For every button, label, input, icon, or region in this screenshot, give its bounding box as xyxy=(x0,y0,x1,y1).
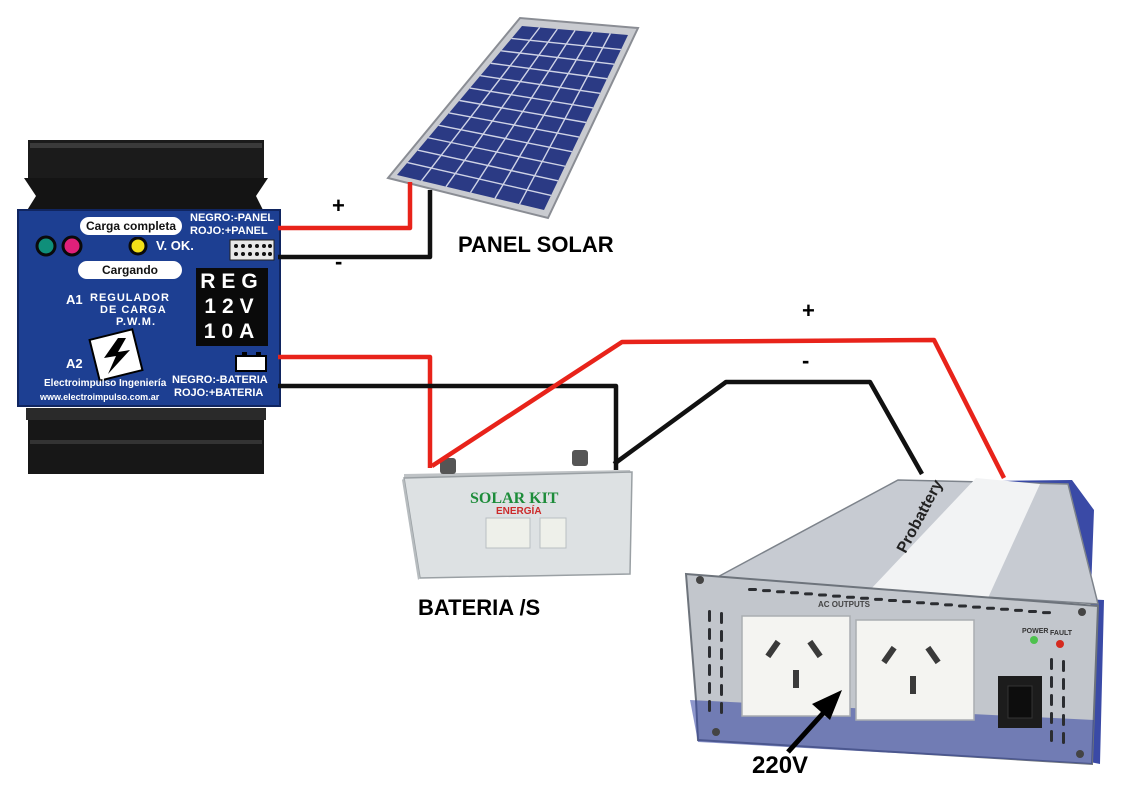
display-line3: 10A xyxy=(203,320,261,343)
wire-battery-negative xyxy=(278,383,619,470)
ac-outlet-right xyxy=(855,619,975,721)
battery-brand: SOLAR KIT xyxy=(470,490,559,507)
power-led xyxy=(1030,636,1038,644)
vent-slot xyxy=(720,630,723,642)
wires xyxy=(278,182,1007,480)
panel-solar-label: PANEL SOLAR xyxy=(458,232,614,257)
regulator-display: REG 12V 10A xyxy=(196,268,268,346)
vent-slot xyxy=(720,666,723,678)
negro-panel-label: NEGRO:-PANEL xyxy=(190,212,275,224)
display-line2: 12V xyxy=(204,295,260,318)
rojo-panel-label: ROJO:+PANEL xyxy=(190,225,268,237)
led-yellow xyxy=(128,236,148,256)
wire-battery-positive xyxy=(278,354,433,468)
vent-slot xyxy=(888,599,897,602)
vent-slot xyxy=(1050,676,1053,688)
solar-panel xyxy=(386,16,640,220)
panel-grid-line xyxy=(445,28,558,188)
vent-slot xyxy=(804,592,813,596)
vent-slot xyxy=(1050,694,1053,706)
inverter-minus-sign: - xyxy=(802,348,810,373)
vent-slot xyxy=(860,596,869,600)
vent-slot xyxy=(708,664,711,676)
vent-slot xyxy=(972,605,981,609)
company-label: Electroimpulso Ingeniería xyxy=(44,378,167,389)
vent-slot xyxy=(916,601,925,605)
website-label: www.electroimpulso.com.ar xyxy=(40,392,160,402)
negro-bateria-label: NEGRO:-BATERIA xyxy=(172,374,268,386)
voltage-220-label: 220V xyxy=(752,752,809,779)
panel-minus-sign: - xyxy=(335,249,343,274)
panel-grid-line xyxy=(420,27,541,182)
a2-label: A2 xyxy=(66,356,83,371)
wire-panel-positive xyxy=(278,182,413,231)
vent-slot xyxy=(902,600,911,604)
vent-slot xyxy=(1062,660,1065,672)
vent-slot xyxy=(1042,611,1051,615)
vent-slot xyxy=(930,602,939,606)
led-magenta xyxy=(61,235,83,257)
voltage-arrow xyxy=(786,690,842,754)
panel-grid-line xyxy=(518,33,611,205)
vent-slot xyxy=(1028,610,1037,613)
vent-slot xyxy=(1062,732,1065,744)
battery-icon xyxy=(235,355,267,372)
wire-inverter-negative xyxy=(612,379,924,476)
carga-completa-pill: Carga completa xyxy=(78,215,184,237)
vent-slot xyxy=(708,700,711,712)
vent-slot xyxy=(1000,607,1009,611)
cargando-pill: Cargando xyxy=(76,259,184,281)
power-inverter xyxy=(684,478,1104,766)
vent-slot xyxy=(986,606,995,610)
vent-slot xyxy=(1062,696,1065,708)
battery-sub: ENERGÍA xyxy=(496,506,542,517)
regulator-title-line2: DE CARGA xyxy=(100,304,167,316)
vent-slot xyxy=(818,593,827,597)
vent-slot xyxy=(708,646,711,658)
vent-slot xyxy=(846,595,855,599)
vent-slot xyxy=(832,594,841,598)
vent-slot xyxy=(748,588,757,591)
regulator-title-line3: P.W.M. xyxy=(116,316,157,328)
panel-plus-sign: + xyxy=(332,193,345,218)
vent-slot xyxy=(720,684,723,696)
battery xyxy=(402,450,633,580)
baterias-label: BATERIA /S xyxy=(418,595,541,620)
led-green xyxy=(35,235,57,257)
panel-grid-line xyxy=(494,31,594,199)
vent-slot xyxy=(1014,608,1023,612)
wire-panel-negative xyxy=(278,190,433,260)
fault-led xyxy=(1056,640,1064,648)
vent-slot xyxy=(708,610,711,622)
vent-slot xyxy=(1062,714,1065,726)
v-ok-label: V. OK. xyxy=(156,238,194,253)
vent-slot xyxy=(720,702,723,714)
vent-slot xyxy=(762,589,771,593)
vent-slot xyxy=(720,648,723,660)
vent-slot xyxy=(1050,658,1053,670)
lightning-logo-icon xyxy=(88,328,144,382)
vent-slot xyxy=(708,682,711,694)
power-label: POWER xyxy=(1022,628,1049,635)
vent-slot xyxy=(1050,712,1053,724)
vent-slot xyxy=(776,590,785,594)
vent-slot xyxy=(720,612,723,624)
vent-slot xyxy=(1050,730,1053,742)
panel-grid-line xyxy=(469,30,576,193)
vent-slot xyxy=(708,628,711,640)
regulator-title-line1: REGULADOR xyxy=(90,292,170,304)
wire-inverter-positive xyxy=(430,337,1007,480)
vent-slot xyxy=(944,603,953,607)
fault-label: FAULT xyxy=(1050,630,1073,637)
vent-slot xyxy=(874,597,883,601)
inverter-plus-sign: + xyxy=(802,298,815,323)
display-line1: REG xyxy=(200,270,264,293)
rojo-bateria-label: ROJO:+BATERIA xyxy=(174,387,264,399)
vent-slot xyxy=(1062,678,1065,690)
a1-label: A1 xyxy=(66,292,83,307)
vent-slot xyxy=(790,591,799,595)
ac-outputs-label: AC OUTPUTS xyxy=(818,600,870,609)
vent-slot xyxy=(958,604,967,608)
